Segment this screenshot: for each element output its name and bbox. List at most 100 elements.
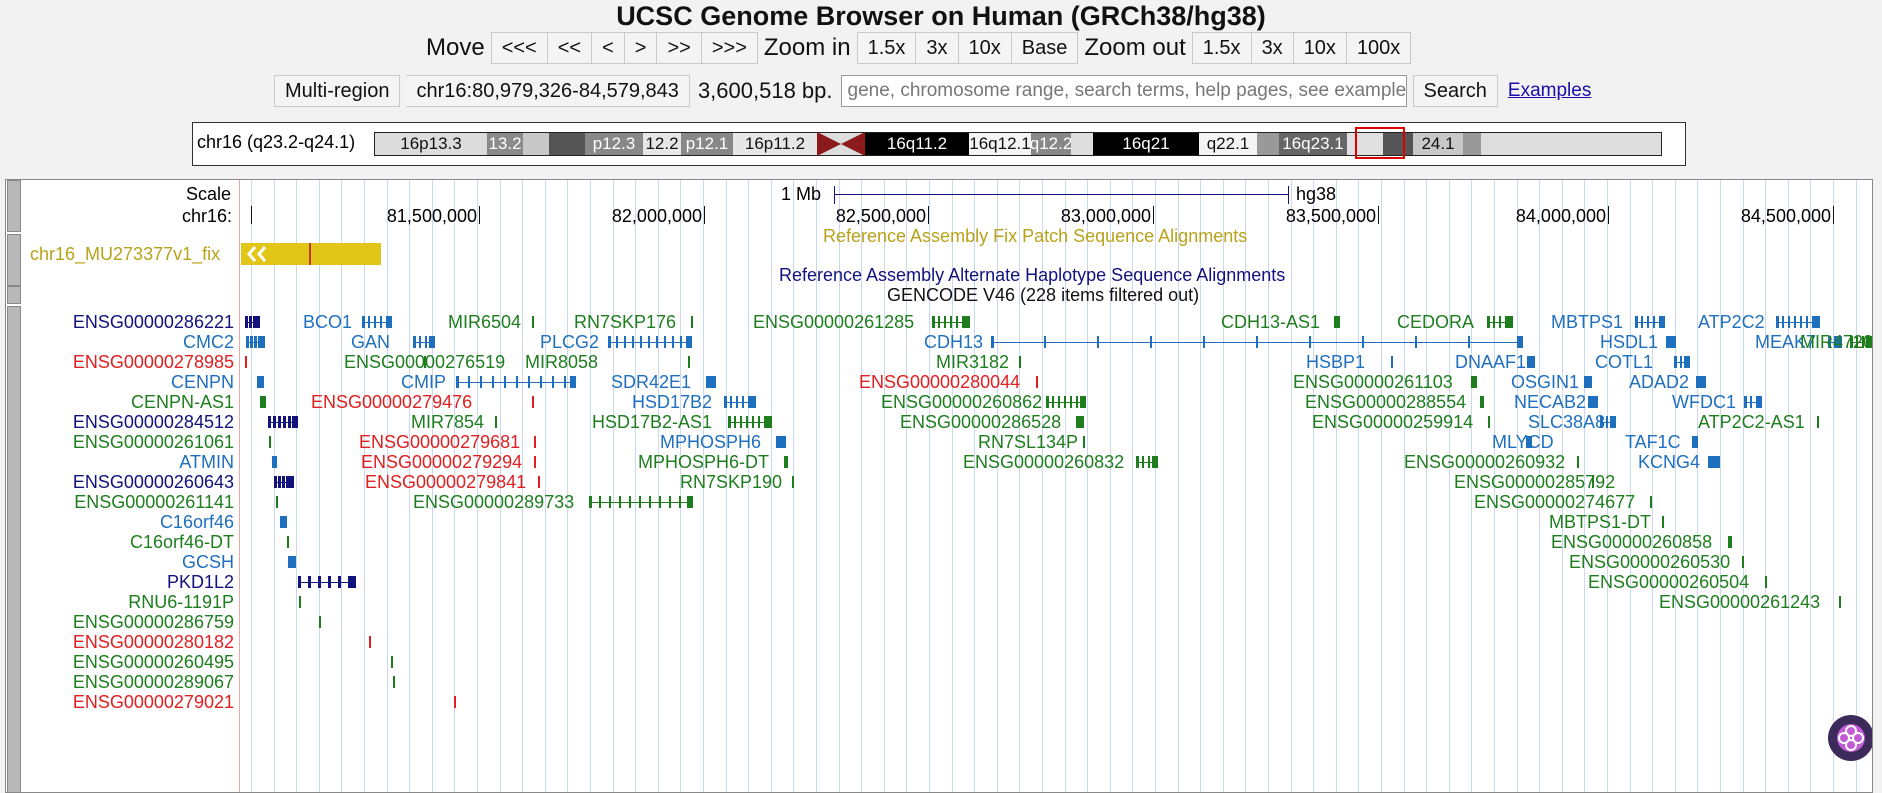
gene-model[interactable]: [532, 396, 534, 408]
gene-model[interactable]: [1480, 396, 1484, 408]
gene-label[interactable]: ENSG00000280182: [72, 632, 234, 652]
search-button[interactable]: Search: [1412, 75, 1498, 107]
gene-model[interactable]: [287, 536, 289, 548]
gene-label[interactable]: ENSG00000261285: [753, 312, 915, 332]
gene-label[interactable]: SDR42E1: [611, 372, 692, 392]
gene-label[interactable]: GCSH: [181, 552, 234, 572]
gene-label[interactable]: ENSG00000260832: [963, 452, 1125, 472]
gene-model[interactable]: [1488, 416, 1490, 428]
gene-label[interactable]: MIR3182: [936, 352, 1010, 372]
gene-model[interactable]: [1083, 436, 1085, 448]
gene-label[interactable]: MIR7854: [411, 412, 485, 432]
move-far-right-button[interactable]: >>>: [701, 32, 758, 64]
gene-label[interactable]: ENSG00000278985: [72, 352, 234, 372]
gene-model[interactable]: [260, 396, 266, 408]
move-left-more-button[interactable]: <<: [547, 32, 593, 64]
gene-model[interactable]: [1600, 416, 1616, 428]
gene-label[interactable]: ENSG00000261103: [1293, 372, 1453, 392]
zoom-out-1.5x-button[interactable]: 1.5x: [1191, 32, 1252, 64]
gene-model[interactable]: [1526, 436, 1532, 448]
gene-model[interactable]: [1776, 316, 1820, 328]
zoom-out-3x-button[interactable]: 3x: [1251, 32, 1294, 64]
gene-label[interactable]: ENSG00000289067: [72, 672, 234, 692]
gene-label[interactable]: ENSG00000260504: [1588, 572, 1750, 592]
gene-model[interactable]: [1650, 496, 1652, 508]
gene-model[interactable]: [691, 316, 693, 328]
gene-model[interactable]: [299, 596, 301, 608]
gene-model[interactable]: [728, 416, 772, 428]
gene-label[interactable]: ADAD2: [1629, 372, 1690, 392]
move-right-button[interactable]: >: [624, 32, 658, 64]
gene-label[interactable]: MLYCD: [1492, 432, 1554, 452]
gene-model[interactable]: [272, 456, 277, 468]
gene-model[interactable]: [534, 436, 536, 448]
gene-label[interactable]: CMC2: [182, 332, 234, 352]
fix-patch-alignment[interactable]: [241, 243, 381, 265]
gene-label[interactable]: ENSG00000279294: [361, 452, 523, 472]
gene-model[interactable]: [532, 316, 534, 328]
gene-model[interactable]: [608, 336, 692, 348]
gene-model[interactable]: [1662, 516, 1664, 528]
gene-label[interactable]: ENSG00000261141: [74, 492, 234, 512]
gene-label[interactable]: ENSG00000286221: [72, 312, 234, 332]
gene-label[interactable]: MBTPS1-DT: [1549, 512, 1652, 532]
gene-label[interactable]: ENSG00000280044: [859, 372, 1021, 392]
move-left-button[interactable]: <: [592, 32, 625, 64]
gene-model[interactable]: [1046, 396, 1086, 408]
gene-label[interactable]: ENSG00000279021: [72, 692, 234, 712]
gene-label[interactable]: ENSG00000288554: [1305, 392, 1467, 412]
gene-model[interactable]: [269, 436, 271, 448]
gene-label[interactable]: ENSG00000289733: [413, 492, 575, 512]
gene-label[interactable]: ENSG00000260862: [881, 392, 1043, 412]
gene-model[interactable]: [257, 376, 264, 388]
gene-model[interactable]: [1692, 436, 1698, 448]
gene-label[interactable]: ATMIN: [179, 452, 234, 472]
gene-model[interactable]: [280, 516, 287, 528]
gene-model[interactable]: [298, 576, 356, 588]
gene-model[interactable]: [1744, 396, 1762, 408]
gene-model[interactable]: [1391, 356, 1393, 368]
move-right-more-button[interactable]: >>: [657, 32, 702, 64]
gene-model[interactable]: [1471, 376, 1477, 388]
gene-model[interactable]: [706, 376, 716, 388]
gene-model[interactable]: [1817, 416, 1819, 428]
gene-model[interactable]: [1036, 376, 1038, 388]
assistant-bubble[interactable]: [1828, 715, 1872, 761]
gene-model[interactable]: [288, 556, 296, 568]
gene-model[interactable]: [538, 476, 540, 488]
gene-label[interactable]: CENPN: [170, 372, 234, 392]
gene-label[interactable]: ENSG00000279841: [365, 472, 527, 492]
gene-label[interactable]: MIR8058: [525, 352, 599, 372]
gene-model[interactable]: [589, 496, 693, 508]
fix-patch-track-handle[interactable]: [7, 234, 21, 286]
gene-model[interactable]: [1584, 376, 1592, 388]
gene-model[interactable]: [276, 496, 278, 508]
gene-label[interactable]: NECAB2: [1514, 392, 1587, 412]
gene-label[interactable]: CMIP: [401, 372, 446, 392]
gene-model[interactable]: [724, 396, 756, 408]
gene-model[interactable]: [1674, 356, 1690, 368]
gene-label[interactable]: RN7SKP176: [574, 312, 677, 332]
gene-label[interactable]: HSD17B2-AS1: [592, 412, 713, 432]
gene-label[interactable]: ENSG00000260643: [72, 472, 234, 492]
gene-model[interactable]: [393, 676, 395, 688]
gene-label[interactable]: OSGIN1: [1511, 372, 1580, 392]
gene-model[interactable]: [1839, 596, 1841, 608]
gene-model[interactable]: [1765, 576, 1767, 588]
gene-model[interactable]: [1742, 556, 1744, 568]
gene-label[interactable]: C16orf46-DT: [129, 532, 234, 552]
gene-label[interactable]: MEAK7: [1755, 332, 1817, 352]
gene-model[interactable]: [991, 336, 1523, 348]
gene-label[interactable]: ENSG00000279681: [359, 432, 521, 452]
gene-label[interactable]: MBTPS1: [1551, 312, 1624, 332]
gene-label[interactable]: ATP2C2-AS1: [1698, 412, 1805, 432]
gene-model[interactable]: [1487, 316, 1513, 328]
gene-model[interactable]: [1696, 376, 1706, 388]
gene-label[interactable]: SLC38A8: [1528, 412, 1606, 432]
zoom-in-10x-button[interactable]: 10x: [958, 32, 1012, 64]
zoom-in-3x-button[interactable]: 3x: [916, 32, 959, 64]
gene-label[interactable]: ENSG00000261243: [1659, 592, 1821, 612]
examples-link[interactable]: Examples: [1507, 80, 1592, 101]
zoom-in-base-button[interactable]: Base: [1011, 32, 1079, 64]
